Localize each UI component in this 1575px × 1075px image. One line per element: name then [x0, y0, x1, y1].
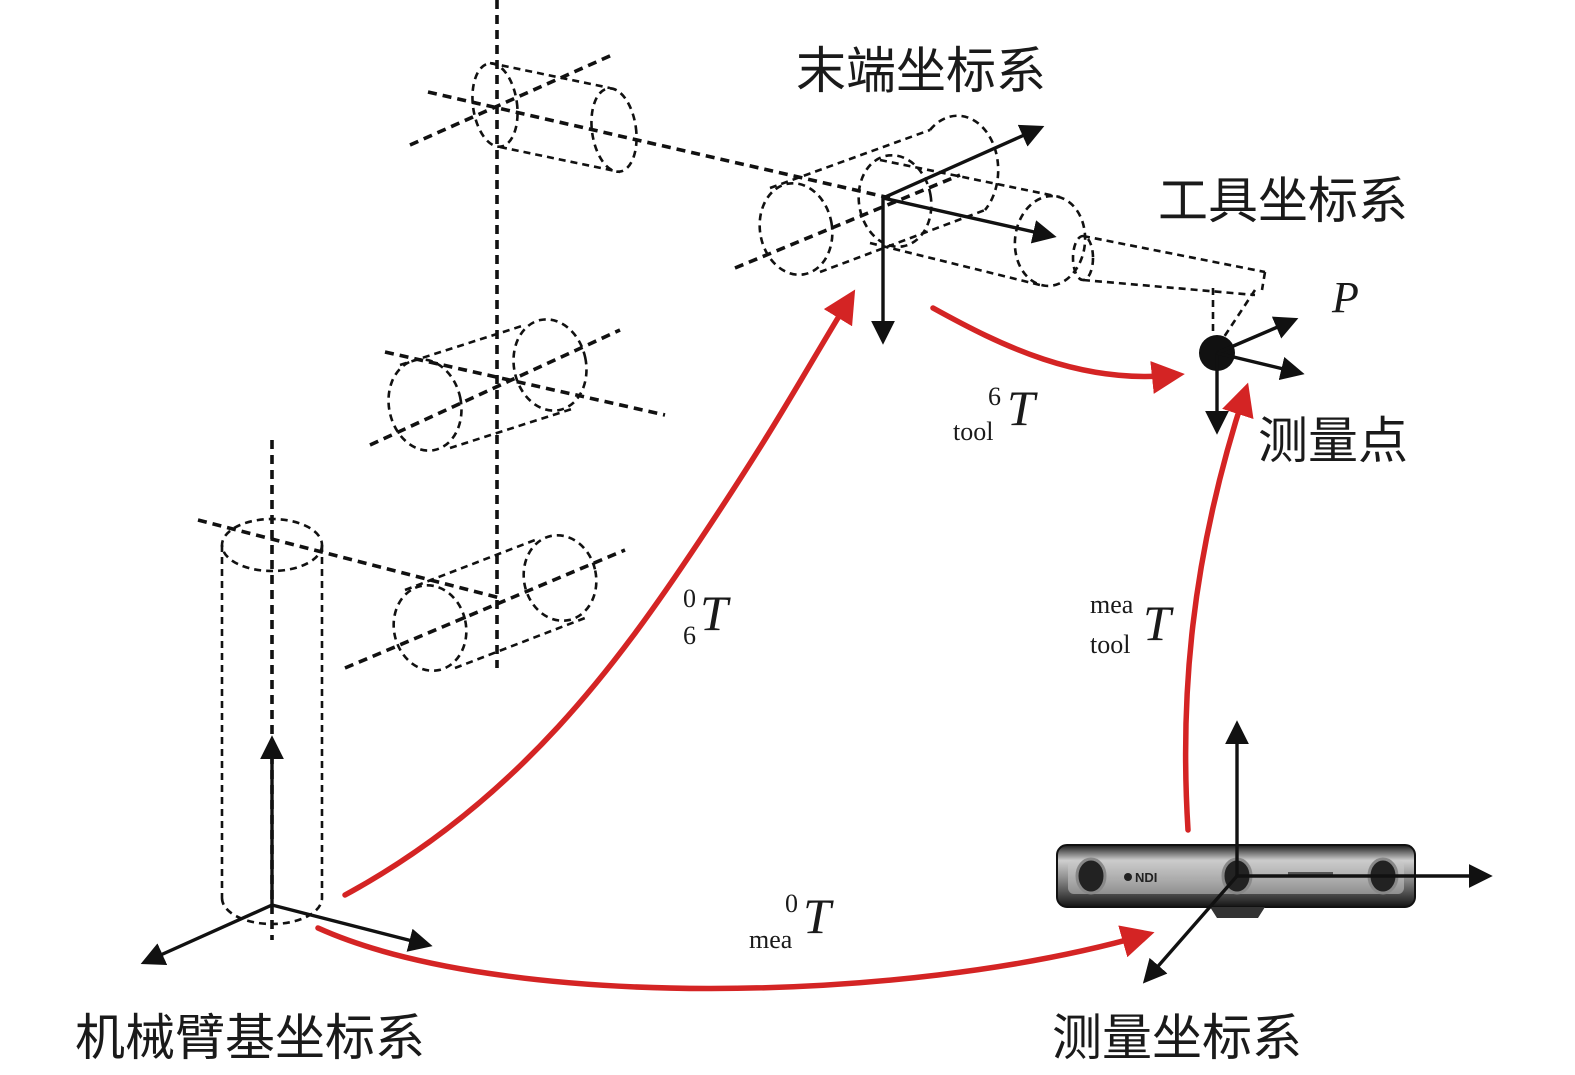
transform-arrows — [315, 289, 1254, 992]
svg-text:T: T — [700, 585, 731, 641]
measure-point-axes — [1199, 316, 1305, 435]
tool-probe — [1071, 234, 1267, 341]
transform-6-tool: 6 tool T — [953, 380, 1038, 446]
svg-text:T: T — [1007, 380, 1038, 436]
label-end-frame: 末端坐标系 — [796, 42, 1046, 100]
label-point-p: P — [1331, 273, 1359, 322]
svg-text:6: 6 — [683, 621, 696, 650]
joint2-cylinder — [344, 533, 626, 673]
svg-text:T: T — [803, 888, 834, 944]
ndi-logo: NDI — [1135, 870, 1157, 885]
wrist-cylinders — [734, 114, 1087, 288]
transform-mea-tool: mea tool T — [1090, 590, 1174, 659]
label-measure-point: 测量点 — [1258, 412, 1408, 470]
transform-0-mea: 0 mea T — [749, 888, 834, 954]
svg-text:6: 6 — [988, 382, 1001, 411]
arrow-measure-to-tool — [1182, 382, 1254, 833]
label-measure-frame: 测量坐标系 — [1052, 1009, 1302, 1067]
base-joint-cylinder — [197, 517, 501, 926]
svg-text:mea: mea — [749, 925, 793, 954]
joint4-cylinder — [409, 53, 891, 200]
svg-text:0: 0 — [785, 889, 798, 918]
end-frame-axes — [871, 124, 1057, 345]
transform-0-6: 0 6 T — [683, 584, 731, 650]
arrow-base-to-end — [342, 289, 856, 898]
tracker-lens-left — [1075, 857, 1107, 895]
svg-text:T: T — [1143, 595, 1174, 651]
svg-text:tool: tool — [953, 417, 993, 446]
label-tool-frame: 工具坐标系 — [1158, 172, 1408, 230]
base-frame-axes — [140, 735, 433, 966]
joint3-cylinder — [369, 318, 666, 452]
svg-text:tool: tool — [1090, 630, 1130, 659]
svg-text:mea: mea — [1090, 590, 1134, 619]
measure-frame-axes — [1142, 720, 1493, 984]
arrow-end-to-tool — [930, 305, 1185, 394]
label-base-frame: 机械臂基坐标系 — [75, 1009, 425, 1067]
arrow-base-to-measure — [315, 925, 1155, 992]
svg-text:0: 0 — [683, 584, 696, 613]
robot-arm — [197, 0, 1267, 940]
